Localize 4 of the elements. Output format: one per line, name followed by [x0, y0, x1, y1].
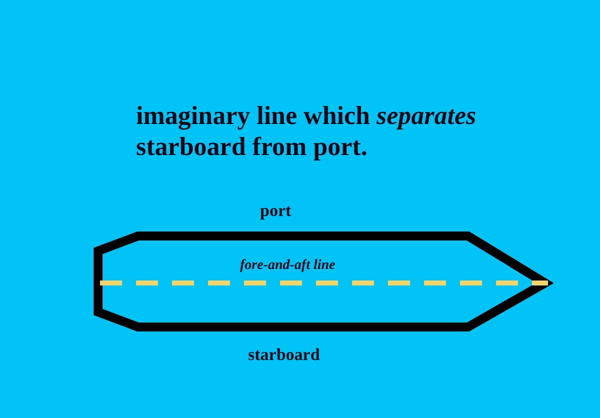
- side-label: starboard: [248, 345, 320, 365]
- heading: imaginary line which separates starboard from port.: [136, 100, 478, 162]
- line-label: fore-and-aft line: [240, 258, 336, 274]
- side-label: port: [260, 201, 292, 221]
